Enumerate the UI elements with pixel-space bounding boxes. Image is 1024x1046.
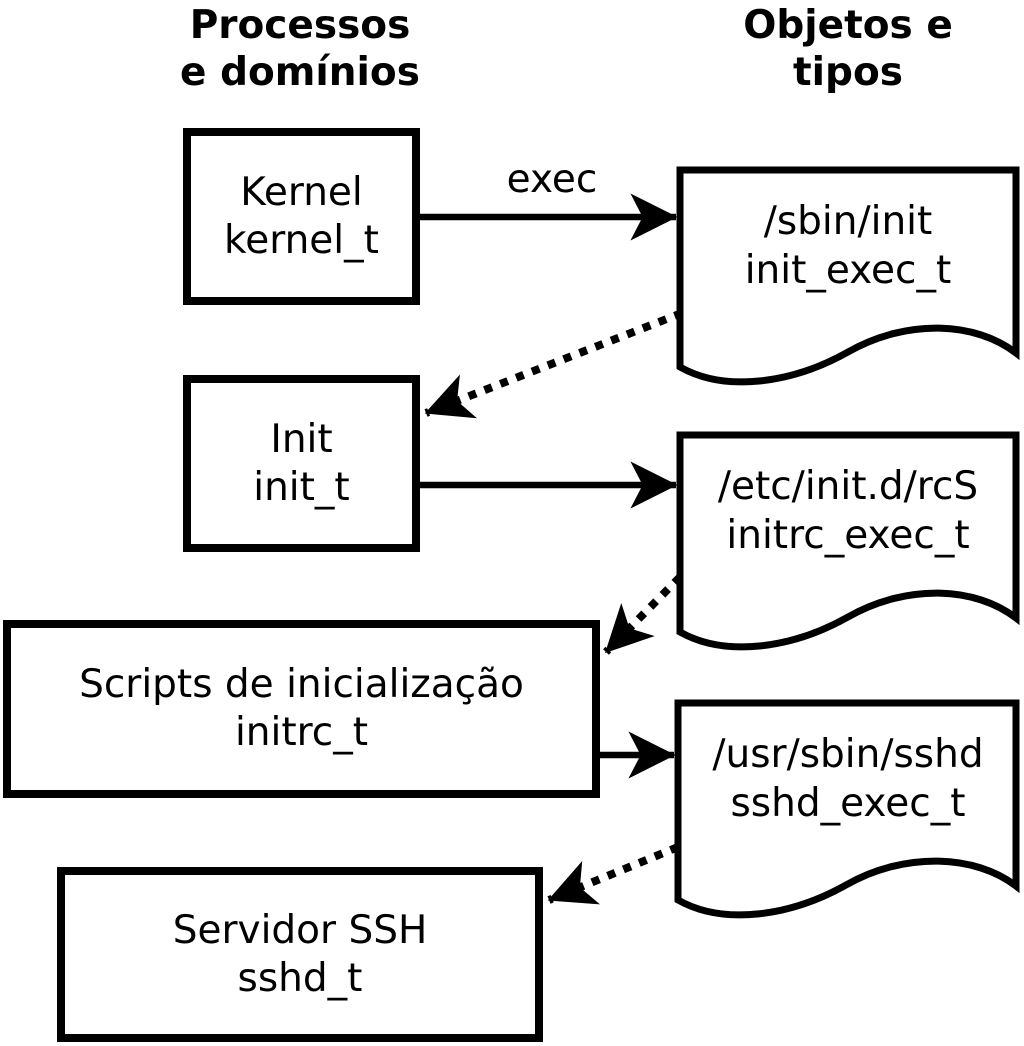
document-shape-sbin-init: [676, 166, 1020, 386]
column-header-processes-line1: Processos: [189, 3, 411, 48]
exec-arrow-label: exec: [506, 157, 598, 202]
object-label-etc-initd-rcs: /etc/init.d/rcS initrc_exec_t: [680, 435, 1016, 560]
transition-arrow-initexec-to-init: [424, 309, 684, 419]
process-domain: initrc_t: [234, 710, 369, 755]
object-type: sshd_exec_t: [730, 781, 966, 826]
column-header-objects-line1: Objetos e: [743, 3, 953, 48]
process-name: Servidor SSH: [172, 907, 428, 953]
transition-arrow-sshdexec-to-sshd: [547, 843, 680, 905]
process-box-init-scripts: Scripts de inicialização initrc_t: [3, 620, 600, 798]
object-type: init_exec_t: [744, 248, 952, 293]
transition-arrow-initrcexec-to-scripts: [603, 574, 683, 655]
process-name: Kernel: [240, 169, 363, 215]
object-path: /etc/init.d/rcS: [717, 464, 979, 509]
process-name: Scripts de inicialização: [79, 662, 524, 707]
process-box-kernel: Kernel kernel_t: [183, 128, 420, 305]
document-shape-usr-sbin-sshd: [674, 699, 1020, 919]
process-domain: kernel_t: [224, 217, 379, 263]
object-label-usr-sbin-sshd: /usr/sbin/sshd sshd_exec_t: [680, 703, 1016, 828]
process-domain: init_t: [253, 464, 350, 510]
document-shape-etc-initd-rcs: [676, 431, 1020, 651]
column-header-processes-line2: e domínios: [180, 50, 420, 95]
object-label-sbin-init: /sbin/init init_exec_t: [680, 170, 1016, 295]
process-domain: sshd_t: [237, 955, 363, 1001]
column-header-processes: Processos e domínios: [130, 2, 470, 96]
process-box-ssh-server: Servidor SSH sshd_t: [57, 867, 543, 1042]
object-path: /usr/sbin/sshd: [712, 732, 984, 777]
object-path: /sbin/init: [763, 199, 933, 244]
process-name: Init: [270, 416, 333, 462]
column-header-objects: Objetos e tipos: [678, 2, 1018, 96]
process-box-init: Init init_t: [183, 375, 420, 552]
object-type: initrc_exec_t: [726, 513, 970, 558]
column-header-objects-line2: tipos: [793, 50, 903, 95]
